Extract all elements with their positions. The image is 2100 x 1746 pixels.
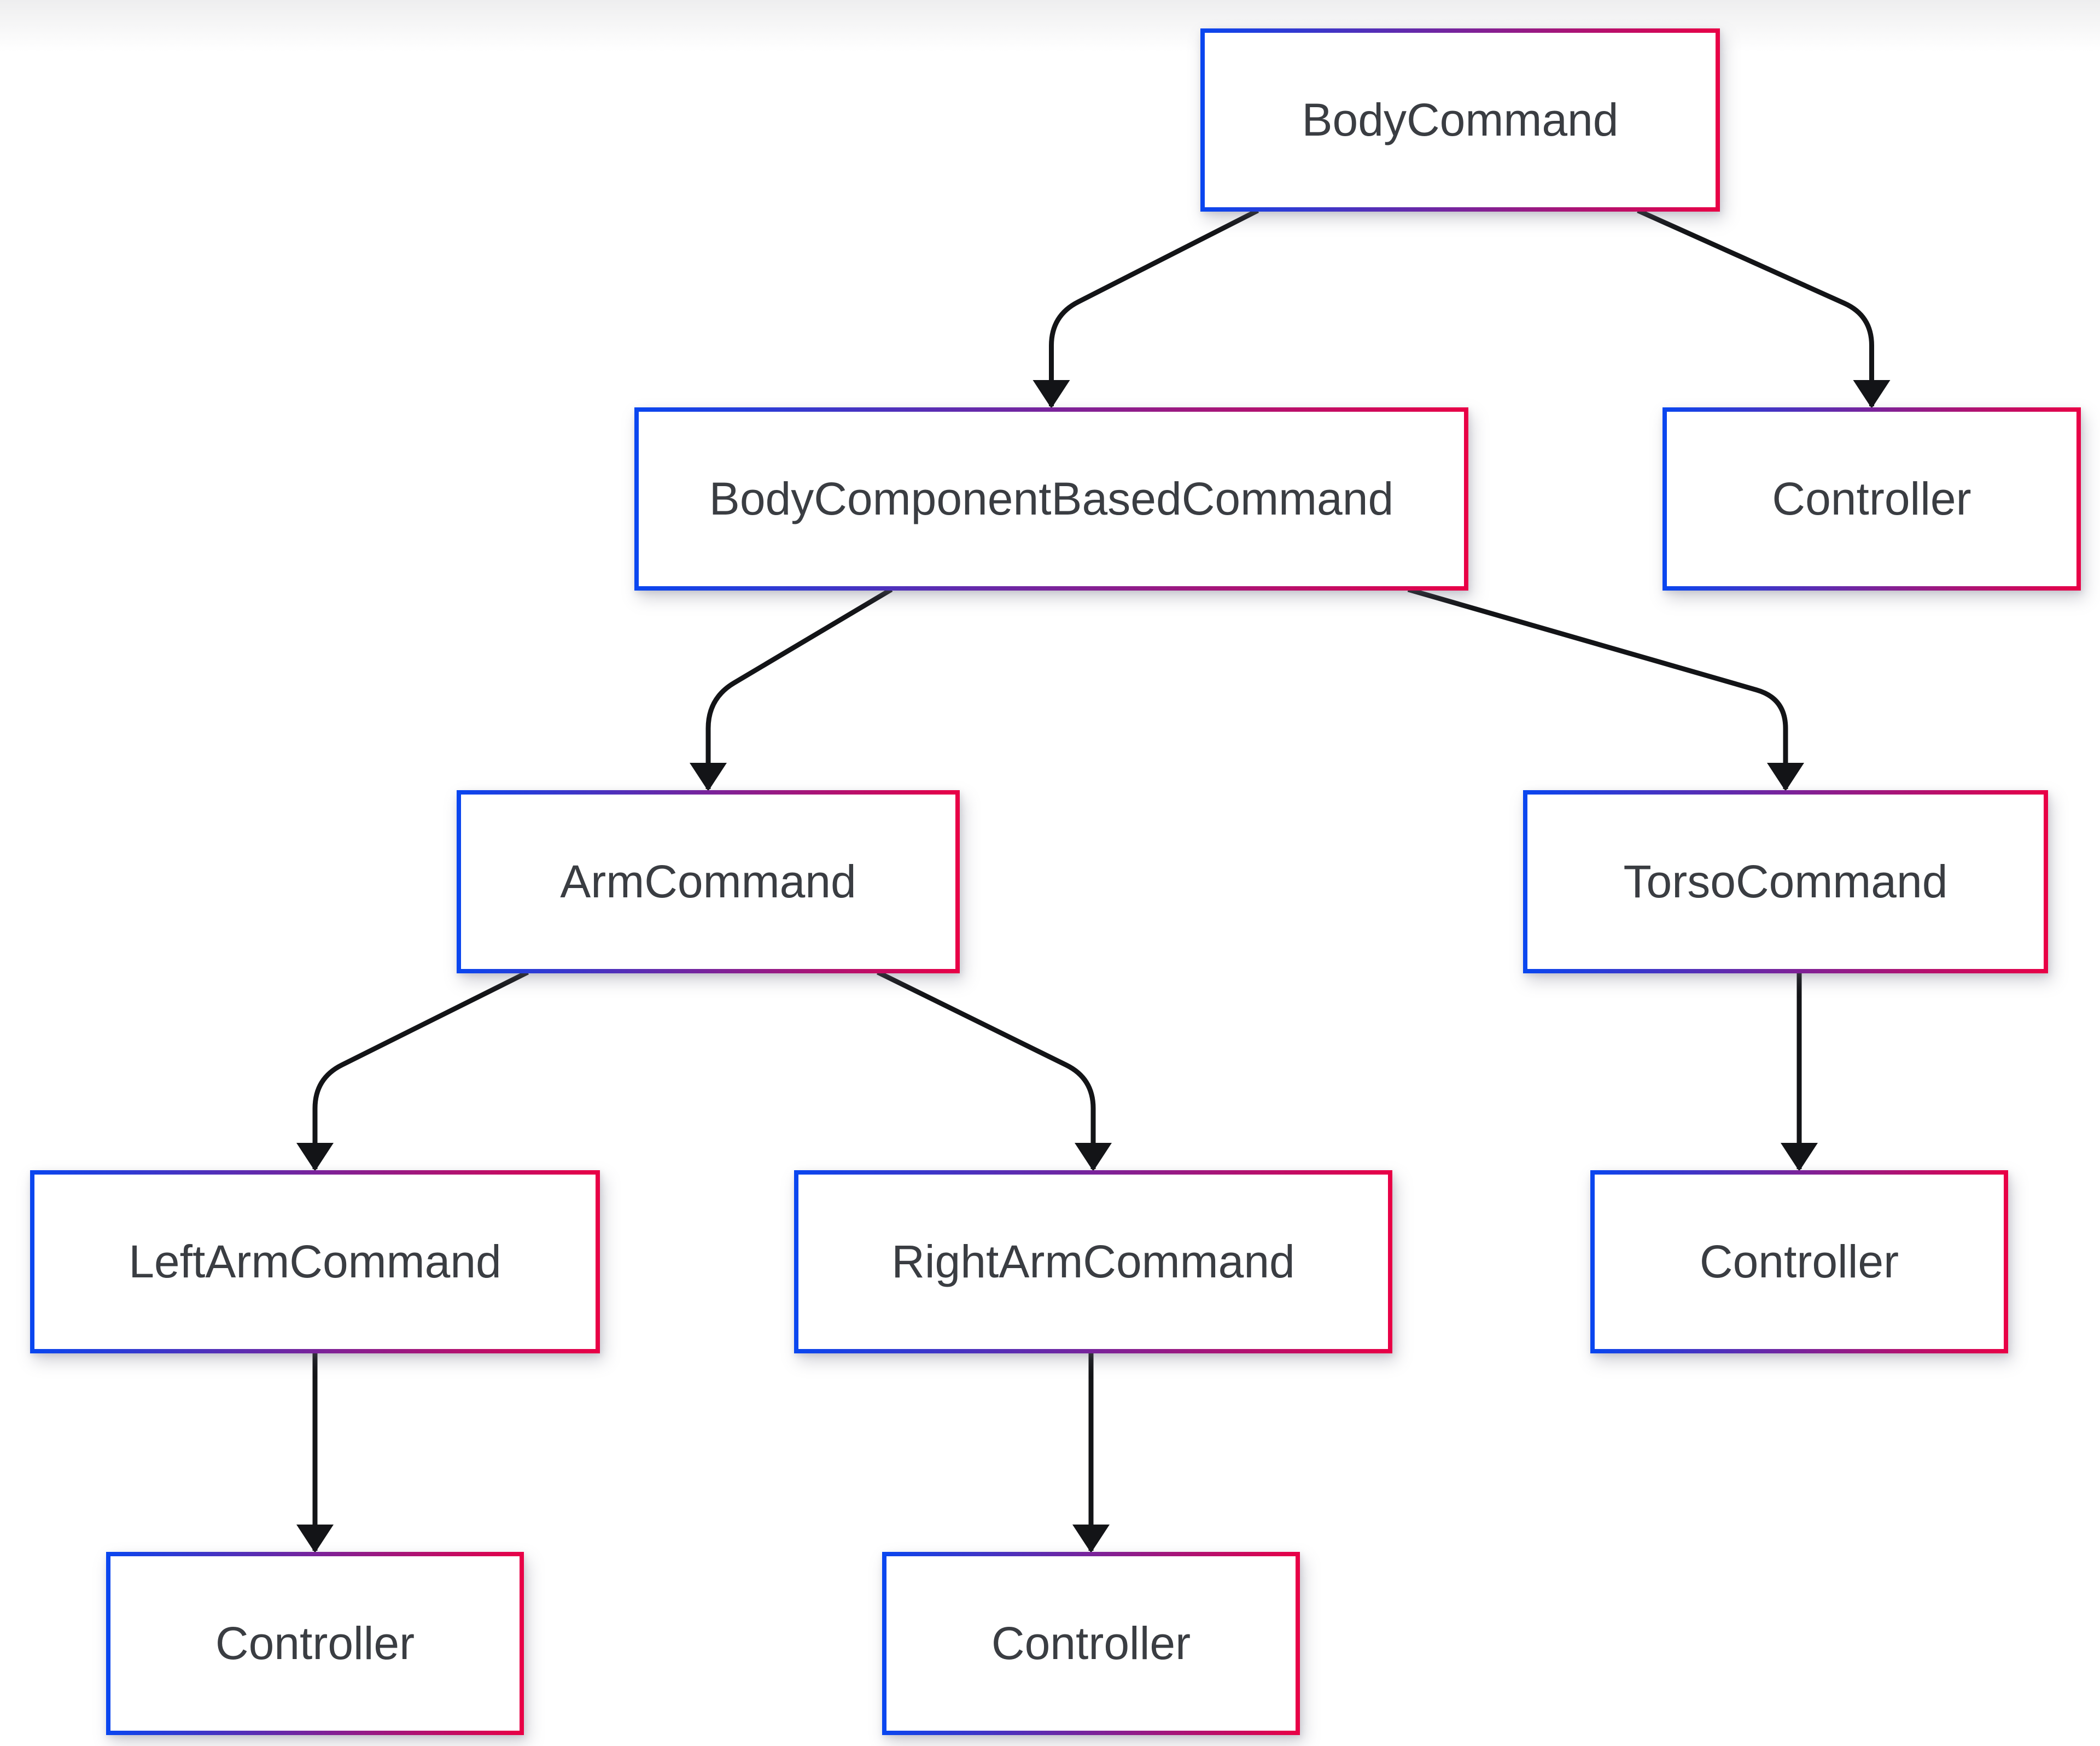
node-body: BodyComponentBasedCommand bbox=[639, 412, 1464, 586]
node-body: RightArmCommand bbox=[798, 1175, 1388, 1349]
node-label: BodyCommand bbox=[1302, 94, 1619, 146]
node-rightarm: RightArmCommand bbox=[794, 1170, 1392, 1353]
node-body: Controller bbox=[1595, 1175, 2004, 1349]
node-label: ArmCommand bbox=[560, 856, 856, 908]
node-label: Controller bbox=[215, 1617, 415, 1669]
edge-bcbc-arm bbox=[690, 587, 893, 791]
node-ctrl_top: Controller bbox=[1662, 407, 2081, 591]
edge-bcbc-torso bbox=[1407, 587, 1804, 791]
node-label: Controller bbox=[991, 1617, 1191, 1669]
node-label: Controller bbox=[1699, 1236, 1899, 1288]
node-body: TorsoCommand bbox=[1527, 795, 2044, 969]
node-label: LeftArmCommand bbox=[129, 1236, 501, 1288]
node-torso: TorsoCommand bbox=[1523, 790, 2048, 973]
node-body: Controller bbox=[886, 1556, 1296, 1731]
node-bcbc: BodyComponentBasedCommand bbox=[634, 407, 1468, 591]
node-arm: ArmCommand bbox=[457, 790, 960, 973]
node-body: BodyCommand bbox=[1205, 33, 1716, 207]
node-label: TorsoCommand bbox=[1623, 856, 1948, 908]
node-ctrl_right: Controller bbox=[882, 1552, 1300, 1735]
node-body: ArmCommand bbox=[461, 795, 955, 969]
node-label: BodyComponentBasedCommand bbox=[709, 473, 1394, 525]
edge-arm-rightarm bbox=[877, 970, 1112, 1171]
node-label: Controller bbox=[1772, 473, 1971, 525]
node-body: Controller bbox=[110, 1556, 520, 1731]
edge-arm-leftarm bbox=[296, 970, 529, 1171]
node-label: RightArmCommand bbox=[891, 1236, 1295, 1288]
node-body: LeftArmCommand bbox=[34, 1175, 596, 1349]
node-body: Controller bbox=[1667, 412, 2076, 586]
node-leftarm: LeftArmCommand bbox=[30, 1170, 600, 1353]
node-ctrl_left: Controller bbox=[106, 1552, 524, 1735]
edge-body-ctrl_top bbox=[1637, 208, 1891, 408]
node-body: BodyCommand bbox=[1200, 28, 1720, 212]
node-ctrl_torso: Controller bbox=[1590, 1170, 2008, 1353]
edge-body-bcbc bbox=[1032, 208, 1259, 408]
